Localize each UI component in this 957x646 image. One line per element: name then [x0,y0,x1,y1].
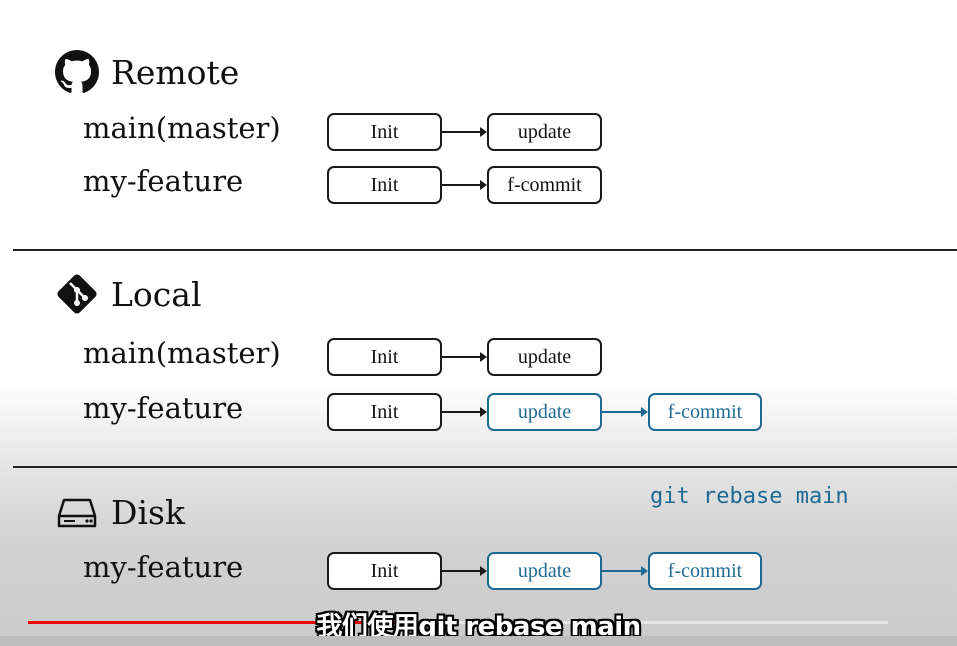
disk-feature-arrow-2 [602,566,648,576]
git-command-text: git rebase main [650,484,849,509]
remote-feature-commit-fcommit: f-commit [487,166,602,204]
bottom-shade [0,380,957,646]
remote-main-branch-label: main(master) [83,111,281,145]
remote-section-title: Remote [55,50,239,94]
local-feature-branch-label: my-feature [83,391,244,425]
local-section-title: Local [55,272,202,316]
disk-title: Disk [111,492,185,532]
disk-feature-branch-label: my-feature [83,550,244,584]
local-feature-arrow-2 [602,407,648,417]
hard-drive-icon [55,490,99,534]
remote-main-commit-init: Init [327,113,442,151]
local-main-commit-init: Init [327,338,442,376]
remote-main-commit-update: update [487,113,602,151]
disk-feature-commit-init: Init [327,552,442,590]
github-icon [55,50,99,94]
player-controls-bar[interactable] [0,636,957,646]
remote-main-arrow [442,127,487,137]
local-main-arrow [442,352,487,362]
local-feature-commit-fcommit: f-commit [648,393,762,431]
local-feature-commit-update: update [487,393,602,431]
remote-feature-branch-label: my-feature [83,164,244,198]
local-feature-commit-init: Init [327,393,442,431]
disk-feature-arrow-1 [442,566,487,576]
video-progress-fill [28,621,415,624]
remote-feature-commit-init: Init [327,166,442,204]
disk-feature-commit-fcommit: f-commit [648,552,762,590]
local-title: Local [111,274,202,314]
local-main-branch-label: main(master) [83,336,281,370]
remote-feature-arrow [442,180,487,190]
remote-title: Remote [111,52,240,92]
disk-section-title: Disk [55,490,185,534]
section-divider [13,249,957,251]
disk-feature-commit-update: update [487,552,602,590]
video-progress-bar[interactable] [28,621,888,624]
local-feature-arrow-1 [442,407,487,417]
git-icon [55,272,99,316]
local-main-commit-update: update [487,338,602,376]
section-divider [13,466,957,468]
